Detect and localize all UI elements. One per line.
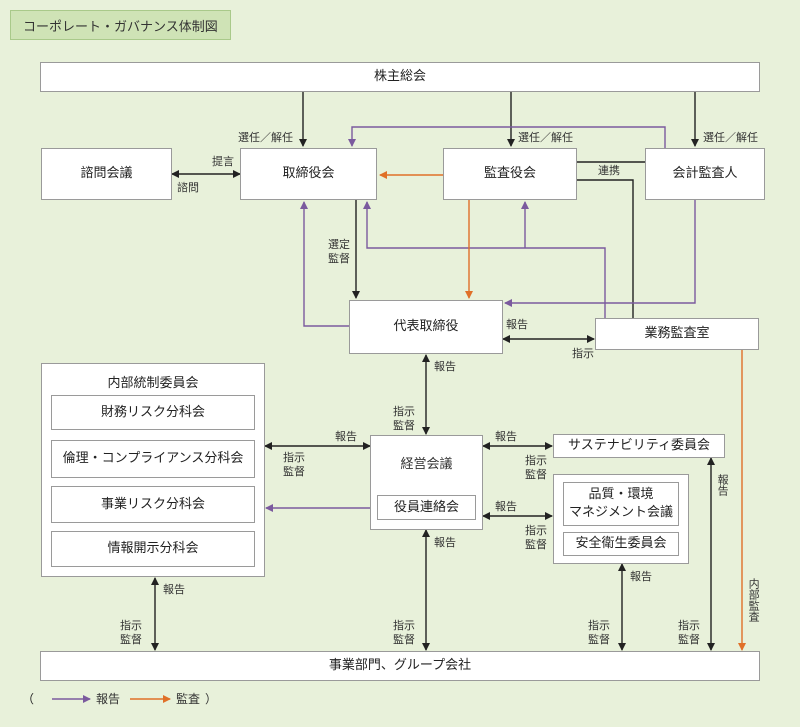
quality-meeting-line2: マネジメント会議	[568, 505, 673, 520]
label-report-qm-down: 報告	[630, 570, 652, 583]
label-consult: 諮問	[177, 181, 199, 194]
internal-control-committee-title: 内部統制委員会	[107, 376, 199, 391]
label-coordinate: 連携	[598, 164, 620, 177]
label-internal-audit-vertical: 内部監査	[747, 578, 761, 622]
officers-liaison-box: 役員連絡会	[377, 495, 476, 520]
label-bottom-instr-4a: 指示	[678, 619, 700, 632]
label-instr-ic-1: 指示	[283, 451, 305, 464]
label-report-ceo-audit: 報告	[506, 318, 528, 331]
quality-meeting-line1: 品質・環境	[588, 487, 654, 503]
diagram-title: コーポレート・ガバナンス体制図	[10, 10, 231, 40]
label-report-mgmt-up: 報告	[434, 360, 456, 373]
safety-health-committee-box: 安全衛生委員会	[563, 532, 679, 556]
legend: （	[22, 690, 42, 707]
label-bottom-instr-2a: 指示	[393, 619, 415, 632]
label-bottom-instr-1b: 監督	[120, 633, 142, 646]
sustainability-committee-box: サステナビリティ委員会	[553, 434, 725, 458]
audit-board-box: 監査役会	[443, 148, 577, 200]
legend-audit-label: 監査	[176, 692, 201, 706]
representative-director-box: 代表取締役	[349, 300, 503, 354]
management-meeting-label: 経営会議	[400, 457, 453, 472]
label-instr-mgmt-1: 指示	[393, 405, 415, 418]
label-instr-qm-1: 指示	[525, 524, 547, 537]
label-instr-ic-2: 監督	[283, 465, 305, 478]
quality-environment-meeting-box: 品質・環境 マネジメント会議	[563, 482, 679, 526]
label-instr-mgmt-2: 監督	[393, 419, 415, 432]
label-elect-board: 選任／解任	[238, 131, 293, 144]
label-elect-audit: 選任／解任	[518, 131, 573, 144]
label-supervise: 監督	[328, 252, 350, 265]
label-propose: 提言	[212, 155, 234, 168]
label-bottom-instr-4b: 監督	[678, 633, 700, 646]
label-elect-accounting: 選任／解任	[703, 131, 758, 144]
legend-open-paren: （	[22, 692, 35, 706]
legend-close-paren: ）	[205, 692, 218, 706]
advisory-council-box: 諮問会議	[41, 148, 172, 200]
label-report-ic-down: 報告	[163, 583, 185, 596]
shareholders-meeting-box: 株主総会	[40, 62, 760, 92]
label-instr-sus-2: 監督	[525, 468, 547, 481]
label-report-sus-down: 報告	[716, 474, 730, 496]
label-instr-sus-1: 指示	[525, 454, 547, 467]
accounting-auditor-box: 会計監査人	[645, 148, 765, 200]
board-of-directors-box: 取締役会	[240, 148, 377, 200]
financial-risk-subcommittee-box: 財務リスク分科会	[51, 395, 255, 430]
business-divisions-box: 事業部門、グループ会社	[40, 651, 760, 681]
disclosure-subcommittee-box: 情報開示分科会	[51, 531, 255, 567]
label-report-mgmt-down: 報告	[434, 536, 456, 549]
label-bottom-instr-3a: 指示	[588, 619, 610, 632]
business-risk-subcommittee-box: 事業リスク分科会	[51, 486, 255, 523]
label-report-sus: 報告	[495, 430, 517, 443]
label-select: 選定	[328, 238, 350, 251]
label-bottom-instr-3b: 監督	[588, 633, 610, 646]
label-instr-qm-2: 監督	[525, 538, 547, 551]
internal-audit-office-box: 業務監査室	[595, 318, 759, 350]
label-report-qm: 報告	[495, 500, 517, 513]
label-bottom-instr-1a: 指示	[120, 619, 142, 632]
ethics-compliance-subcommittee-box: 倫理・コンプライアンス分科会	[51, 440, 255, 478]
legend-report-label: 報告	[96, 692, 121, 706]
label-bottom-instr-2b: 監督	[393, 633, 415, 646]
label-report-ic: 報告	[335, 430, 357, 443]
label-instruct-ceo-audit: 指示	[572, 347, 594, 360]
